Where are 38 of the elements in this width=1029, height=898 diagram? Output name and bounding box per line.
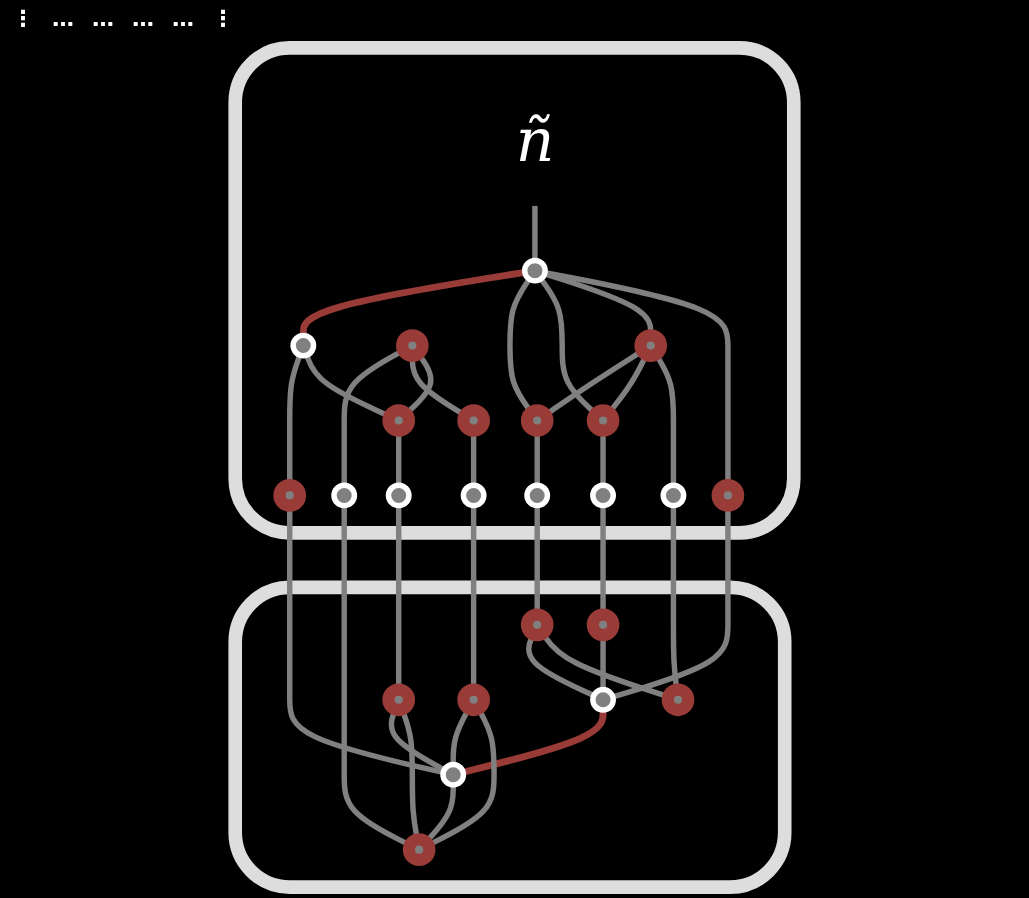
node-circle [440,761,467,788]
node-circle [273,479,307,512]
cluster [228,41,801,540]
node-circle [402,833,436,866]
node-circle [634,329,668,362]
connector [287,505,444,776]
node-circle [590,686,616,713]
ellipsis-mark: … [92,6,114,31]
cluster [228,580,792,894]
node-circle [331,482,358,509]
connector [462,710,607,776]
node-circle [661,683,695,717]
node-circle [396,329,429,362]
node-circle [382,404,416,437]
connector [544,269,731,486]
node-label: ñ [515,105,555,175]
node-circle [524,482,551,509]
node-circle [522,257,548,284]
connector [612,505,731,700]
ellipsis-mark: ⋮ [212,6,234,31]
node-circle [382,683,416,717]
ellipsis-mark: … [52,6,74,31]
node-circle [457,683,490,717]
node-circle [385,482,412,509]
node-circle [586,608,620,642]
node-circle [520,608,554,642]
ellipsis-mark: … [172,6,194,31]
node-circle [460,482,487,509]
node-circle [586,404,620,437]
node-circle [290,332,317,359]
node-circle [711,479,745,512]
node-circle [660,482,687,509]
connector [299,268,526,336]
node-circle [590,482,616,509]
ellipsis-mark: … [132,6,154,31]
ellipsis-mark: ⋮ [12,6,34,31]
node-circle [457,404,490,437]
node-circle [520,404,554,437]
